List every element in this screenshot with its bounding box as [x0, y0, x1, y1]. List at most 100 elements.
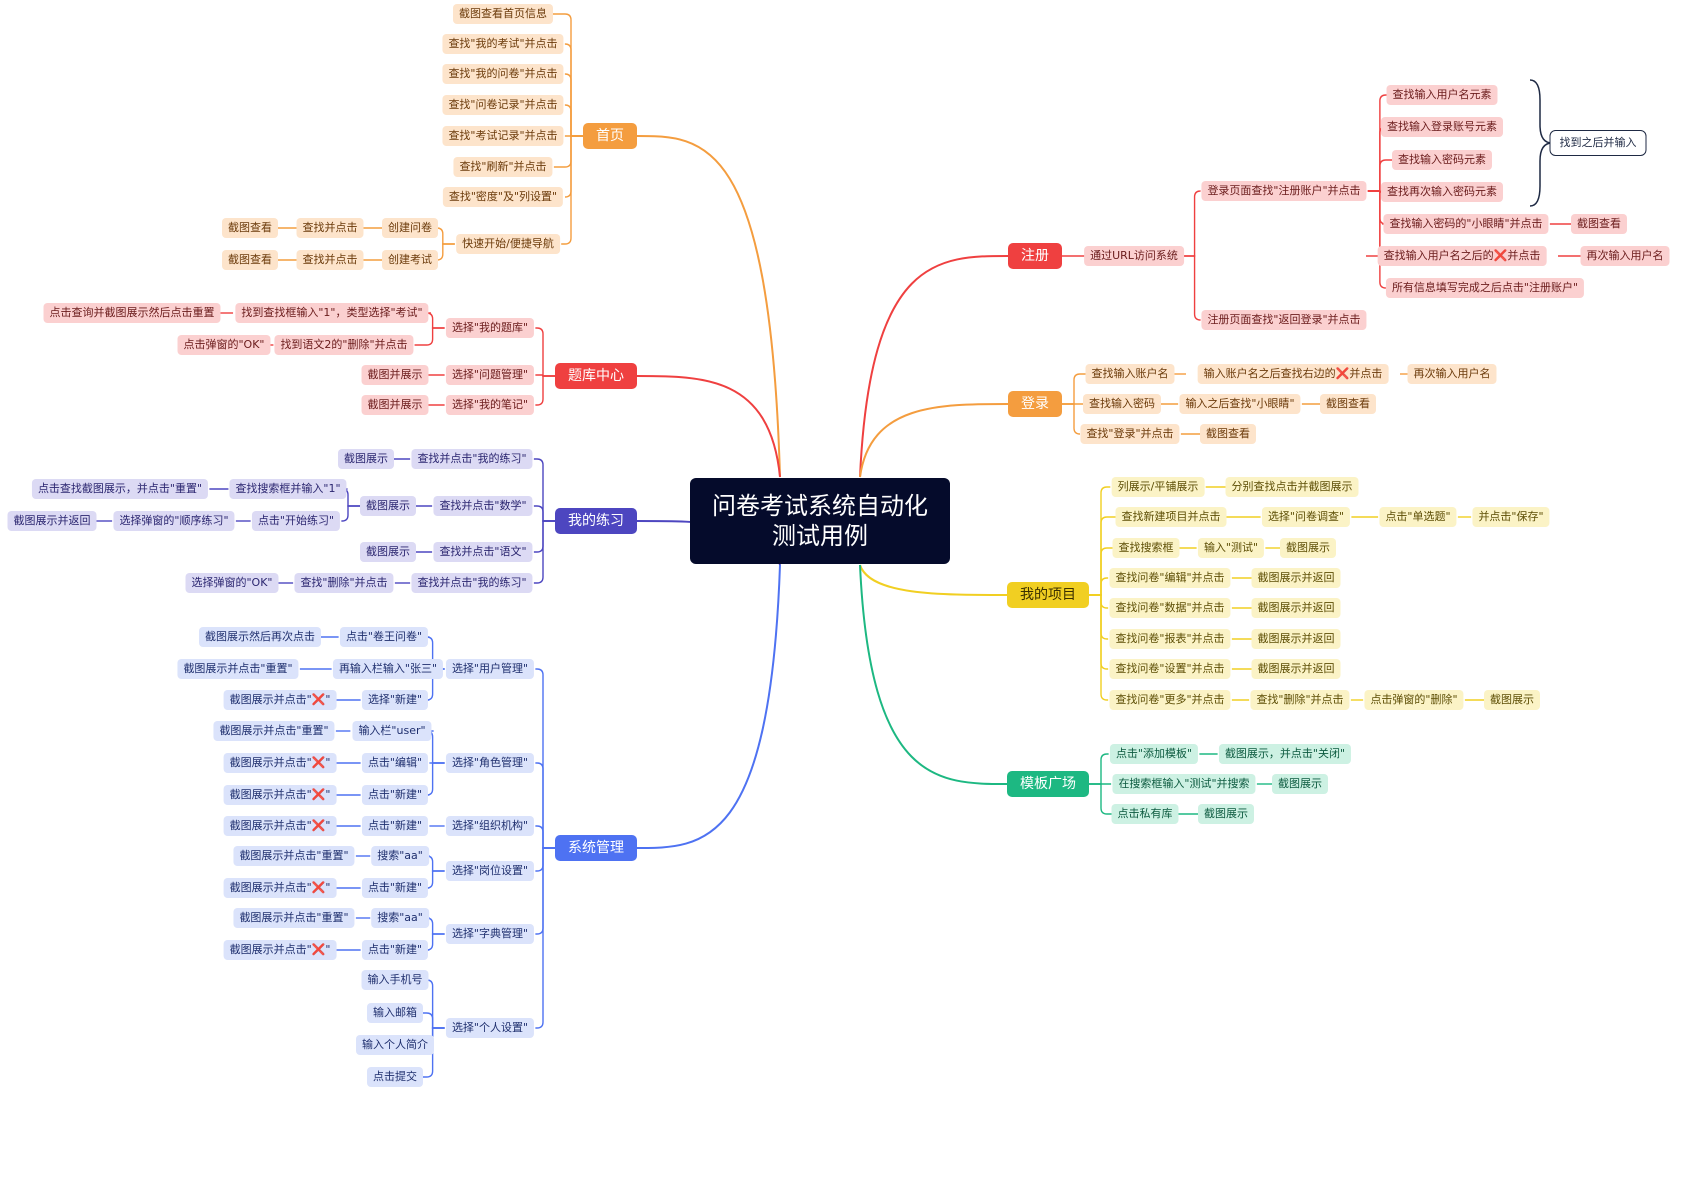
connector-line [1089, 516, 1116, 596]
xitong-node-12: 点击"新建" [361, 785, 429, 805]
shouye-node-12: 查找并点击 [296, 250, 364, 270]
connector-line [1089, 486, 1111, 596]
xiangmu-node-20: 截图展示 [1484, 690, 1540, 710]
xiangmu-node-label: 列展示/平铺展示 [1117, 480, 1199, 493]
xitong-node-1: 点击"卷王问卷" [339, 627, 429, 647]
connector-line [1089, 594, 1109, 701]
zhuce-node-label: 查找输入登录账号元素 [1387, 120, 1497, 133]
connector-line [553, 13, 583, 137]
xitong-node-label: 截图展示并点击" [229, 943, 312, 956]
x-mark-icon: ❌ [311, 756, 326, 769]
shouye-node-label: 查找"我的问卷"并点击 [448, 67, 558, 80]
xitong-node-label: 搜索"aa" [377, 849, 423, 862]
xiangmu-node-label: 截图展示并返回 [1257, 662, 1335, 675]
shouye-node-label: 创建问卷 [388, 221, 432, 234]
lianxi-node-label: 查找并点击"我的练习" [417, 576, 527, 589]
moban-node-2: 在搜索框输入"测试"并搜索 [1112, 774, 1256, 794]
xiangmu-node-7: 输入"测试" [1197, 538, 1265, 558]
xiangmu-node-18: 查找"删除"并点击 [1250, 690, 1350, 710]
xitong-node-10: 点击"编辑" [361, 753, 429, 773]
xitong-node-26: 截图展示并点击"❌" [223, 940, 337, 960]
xiangmu-node-10: 截图展示并返回 [1251, 568, 1341, 588]
xiangmu-node-15: 查找问卷"设置"并点击 [1109, 659, 1231, 679]
lianxi-node-9: 查找并点击"语文" [433, 542, 533, 562]
connector-line [636, 135, 781, 478]
connector-line [1089, 783, 1112, 815]
branch-zhuce: 注册 [1008, 243, 1062, 269]
xitong-node-label: 点击"新建" [367, 788, 423, 801]
tiku-node-label: 找到语文2的"删除"并点击 [280, 338, 408, 351]
lianxi-node-label: 选择弹窗的"OK" [191, 576, 273, 589]
zhuce-node-12: 所有信息填写完成之后点击"注册账户" [1385, 278, 1585, 298]
closing-quote: " [325, 788, 331, 801]
connector-line [535, 825, 555, 849]
connector-line [859, 403, 1009, 478]
xitong-node-17: 选择"岗位设置" [445, 861, 535, 881]
moban-node-label: 截图展示 [1278, 777, 1322, 790]
lianxi-node-label: 截图展示 [344, 452, 388, 465]
shouye-node-3: 查找"问卷记录"并点击 [442, 95, 564, 115]
connector-line [535, 668, 555, 849]
x-mark-icon: ❌ [1335, 367, 1350, 380]
connector-line [423, 1027, 445, 1078]
tiku-node-0: 选择"我的题库" [445, 318, 535, 338]
connector-line [636, 375, 781, 478]
connector-line [564, 104, 583, 137]
xiangmu-node-label: 选择"问卷调查" [1267, 510, 1345, 523]
xiangmu-node-label: 查找"删除"并点击 [1256, 693, 1344, 706]
xitong-node-19: 截图展示并点击"重置" [233, 846, 355, 866]
zhuce-node-9: 查找输入用户名之后的❌并点击 [1377, 246, 1547, 266]
connector-line [564, 43, 583, 137]
moban-node-label: 截图展示，并点击"关闭" [1224, 747, 1346, 760]
shouye-node-label: 查找"密度"及"列设置" [448, 190, 558, 203]
tiku-node-label: 找到查找框输入"1"，类型选择"考试" [241, 306, 423, 319]
shouye-node-label: 查找"刷新"并点击 [459, 160, 547, 173]
xitong-node-11: 截图展示并点击"❌" [223, 753, 337, 773]
zhuce-node-3: 查找输入登录账号元素 [1381, 117, 1503, 137]
lianxi-node-11: 查找并点击"我的练习" [411, 573, 533, 593]
xiangmu-node-label: 截图展示 [1286, 541, 1330, 554]
lianxi-node-label: 查找"删除"并点击 [300, 576, 388, 589]
xitong-node-label: 截图展示并点击"重置" [183, 662, 293, 675]
tiku-node-label: 点击查询并截图展示然后点击重置 [49, 306, 215, 319]
xitong-node-label: 再输入栏输入"张三" [338, 662, 438, 675]
shouye-node-label: 创建考试 [388, 253, 432, 266]
lianxi-node-label: 点击查找截图展示，并点击"重置" [37, 482, 203, 495]
tiku-node-label: 截图并展示 [367, 368, 423, 381]
shouye-node-label: 查找"问卷记录"并点击 [448, 98, 558, 111]
zhuce-node-7: 查找输入密码的"小眼睛"并点击 [1383, 214, 1549, 234]
shouye-node-label: 快速开始/便捷导航 [462, 237, 554, 250]
branch-denglu: 登录 [1008, 391, 1062, 417]
closing-quote: " [325, 943, 331, 956]
xiangmu-node-19: 点击弹窗的"删除" [1364, 690, 1464, 710]
xitong-node-label: 截图展示并点击" [229, 819, 312, 832]
xiangmu-node-5: 并点击"保存" [1472, 507, 1550, 527]
shouye-node-7: 快速开始/便捷导航 [456, 234, 560, 254]
lianxi-node-0: 查找并点击"我的练习" [411, 449, 533, 469]
branch-xitong: 系统管理 [555, 835, 637, 861]
xitong-node-15: 点击"新建" [361, 816, 429, 836]
xitong-node-16: 截图展示并点击"❌" [223, 816, 337, 836]
denglu-node-4: 查找输入密码 [1083, 394, 1161, 414]
x-mark-icon: ❌ [311, 881, 326, 894]
xitong-node-label: 输入个人简介 [362, 1038, 428, 1051]
zhuce-node-label: 再次输入用户名 [1586, 249, 1664, 262]
xitong-node-label: 输入邮箱 [373, 1006, 417, 1019]
zhuce-node-label: 找到之后并输入 [1559, 136, 1637, 149]
shouye-node-label: 查找并点击 [302, 221, 358, 234]
tiku-node-2: 点击查询并截图展示然后点击重置 [43, 303, 221, 323]
tiku-node-7: 选择"我的笔记" [445, 395, 535, 415]
branch-label: 模板广场 [1020, 776, 1076, 792]
denglu-node-1: 输入账户名之后查找右边的❌并点击 [1197, 364, 1389, 384]
connector-line [533, 520, 555, 584]
shouye-node-label: 查找"我的考试"并点击 [448, 37, 558, 50]
branch-xiangmu: 我的项目 [1007, 582, 1089, 608]
connector-line [1182, 190, 1201, 257]
connector-line [533, 458, 555, 522]
connector-line [533, 505, 555, 522]
zhuce-node-11: 再次输入用户名 [1580, 246, 1670, 266]
branch-tiku: 题库中心 [555, 363, 637, 389]
zhuce-node-1: 登录页面查找"注册账户"并点击 [1201, 181, 1367, 201]
xiangmu-node-8: 截图展示 [1280, 538, 1336, 558]
xitong-node-14: 选择"组织机构" [445, 816, 535, 836]
